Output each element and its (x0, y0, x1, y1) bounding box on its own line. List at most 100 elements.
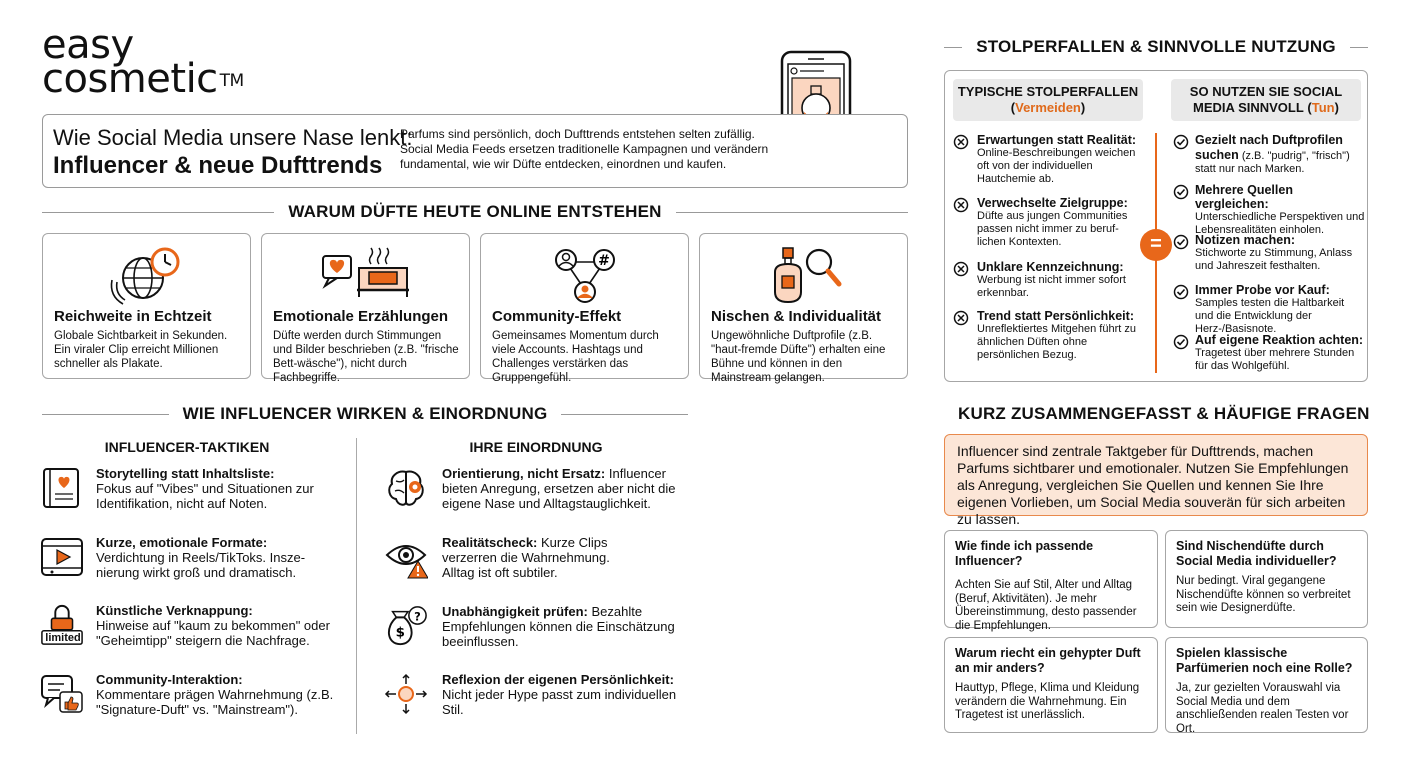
faq-answer: Ja, zur gezielten Vorauswahl via Social … (1176, 682, 1349, 735)
trademark: TM (219, 71, 245, 91)
money-bag-icon: $ ? (388, 606, 427, 646)
classification-desc: Nicht jeder Hype passt zum individuellen… (442, 687, 677, 717)
avoid-item: Verwechselte Zielgruppe: Düfte aus junge… (977, 196, 1147, 249)
title-rule-left (42, 413, 169, 415)
check-circle-icon (1173, 284, 1189, 300)
limited-badge: limited (45, 632, 81, 644)
tactic-bold: Künstliche Verknappung: (96, 603, 253, 618)
classification-text: Realitätscheck: Kurze Clips verzerren di… (442, 535, 622, 580)
faq-question: Spielen klassische Parfümerien noch eine… (1176, 646, 1353, 675)
faq-card: Wie finde ich passende Influencer? Achte… (944, 530, 1158, 632)
avoid-item: Trend statt Persönlichkeit: Unreflektier… (977, 309, 1147, 362)
influencer-section-title: WIE INFLUENCER WIRKEN & EINORDNUNG (42, 404, 688, 424)
brain-icon (388, 470, 424, 506)
tactic-item: limited Künstliche Verknappung: Hinweise… (40, 603, 340, 655)
classification-desc: Bezahlte Empfehlungen können die Einschä… (442, 604, 675, 649)
classification-text: Unabhängigkeit prüfen: Bezahlte Empfehlu… (442, 604, 694, 649)
check-circle-icon (1173, 184, 1189, 200)
avoid-item-title: Erwartungen statt Realität: (977, 133, 1137, 147)
heart-bed-icon (262, 242, 469, 308)
do-header: SO NUTZEN SIE SOCIAL MEDIA SINNVOLL (Tun… (1171, 79, 1361, 121)
tactic-bold: Community-Interaktion: (96, 672, 243, 687)
tactic-desc: Fokus auf "Vibes" und Situationen zur Id… (96, 481, 314, 511)
avoid-item-text: Düfte aus jungen Communities passen nich… (977, 210, 1128, 248)
why-card-text: Ungewöhnliche Duftprofile (z.B. "haut-fr… (711, 330, 886, 384)
pitfalls-section-title: STOLPERFALLEN & SINNVOLLE NUTZUNG (944, 37, 1368, 57)
why-section-title: WARUM DÜFTE HEUTE ONLINE ENTSTEHEN (42, 202, 908, 222)
classification-item: Reflexion der eigenen Persönlichkeit: Ni… (384, 672, 694, 724)
perfume-magnifier-icon (700, 242, 907, 308)
do-item-title: Mehrere Quellen vergleichen: (1195, 183, 1293, 211)
influencer-section-title-text: WIE INFLUENCER WIRKEN & EINORDNUNG (182, 404, 548, 423)
avoid-header-tag-wrap: (Vermeiden) (1010, 100, 1086, 115)
intro-title-line1: Wie Social Media unsere Nase lenkt: (53, 125, 413, 150)
classification-bold: Realitätscheck: (442, 535, 538, 550)
do-item-title: Immer Probe vor Kauf: (1195, 283, 1330, 297)
network-icon: # (481, 242, 688, 308)
svg-text:#: # (598, 253, 610, 269)
classification-item: Realitätscheck: Kurze Clips verzerren di… (384, 535, 694, 587)
avoid-item-text: Unreflektiertes Mitgehen führt zu ähnlic… (977, 323, 1136, 361)
tactic-item: Kurze, emotionale Formate: Verdichtung i… (40, 535, 340, 587)
do-item-text: Samples testen die Haltbarkeit und die E… (1195, 297, 1345, 335)
do-item-text: Tragetest über mehrere Stunden für das W… (1195, 347, 1355, 372)
pitfalls-section-title-text: STOLPERFALLEN & SINNVOLLE NUTZUNG (976, 37, 1336, 56)
x-circle-icon (953, 261, 969, 277)
avoid-header-title: TYPISCHE STOLPERFALLEN (957, 84, 1139, 99)
classification-desc: Influencer bieten Anregung, ersetzen abe… (442, 466, 676, 511)
avoid-header: TYPISCHE STOLPERFALLEN (Vermeiden) (953, 79, 1143, 121)
faq-answer: Nur bedingt. Viral gegangene Nischendüft… (1176, 575, 1351, 614)
classification-head: IHRE EINORDNUNG (469, 439, 603, 455)
brand-line1: easy (42, 22, 134, 68)
classification-bold: Reflexion der eigenen Persönlichkeit: (442, 672, 674, 687)
tactic-text: Kurze, emotionale Formate: Verdichtung i… (96, 535, 346, 580)
classification-text: Reflexion der eigenen Persönlichkeit: Ni… (442, 672, 694, 717)
x-circle-icon (953, 310, 969, 326)
avoid-tag: Vermeiden (1015, 100, 1081, 115)
check-circle-icon (1173, 334, 1189, 350)
faq-answer: Hauttyp, Pflege, Klima und Kleidung verä… (955, 682, 1140, 721)
tactic-text: Künstliche Verknappung: Hinweise auf "ka… (96, 603, 346, 648)
tactic-item: Storytelling statt Inhaltsliste: Fokus a… (40, 466, 340, 518)
lock-limited-icon (41, 604, 83, 645)
do-tag: Tun (1311, 100, 1335, 115)
brand-name: cosmetic (42, 56, 218, 102)
tactic-bold: Storytelling statt Inhaltsliste: (96, 466, 275, 481)
x-circle-icon (953, 134, 969, 150)
person-arrows-icon (384, 673, 428, 715)
column-divider (356, 438, 357, 734)
svg-text:?: ? (414, 609, 421, 623)
tactic-desc: Verdichtung in Reels/TikToks. Insze-nier… (96, 550, 306, 580)
equals-badge: = (1140, 229, 1172, 261)
why-card-title: Reichweite in Echtzeit (54, 308, 212, 325)
avoid-item-text: Online-Beschreibungen weichen oft von de… (977, 147, 1136, 185)
tactic-desc: Hinweise auf "kaum zu bekommen" oder "Ge… (96, 618, 330, 648)
title-rule-right (1349, 46, 1368, 48)
do-item-text: Unterschiedliche Perspektiven und Lebens… (1195, 211, 1365, 236)
why-card-reach: Reichweite in Echtzeit Globale Sichtbark… (42, 233, 251, 379)
classification-item: $ ? Unabhängigkeit prüfen: Bezahlte Empf… (384, 604, 694, 656)
why-card-title: Emotionale Erzählungen (273, 308, 449, 325)
check-circle-icon (1173, 134, 1189, 150)
avoid-item-title: Unklare Kennzeichnung: (977, 260, 1124, 274)
do-item: Notizen machen: Stichworte zu Stimmung, … (1195, 233, 1365, 273)
do-header-title: SO NUTZEN SIE SOCIAL MEDIA SINNVOLL (1189, 84, 1343, 115)
why-card-text: Düfte werden durch Stimmungen und Bilder… (273, 330, 459, 384)
faq-question: Sind Nischendüfte durch Social Media ind… (1176, 539, 1337, 568)
intro-title-line2: Influencer & neue Dufttrends (53, 152, 383, 179)
eye-warning-icon (385, 545, 428, 579)
faq-question: Wie finde ich passende Influencer? (955, 539, 1094, 568)
faq-card: Warum riecht ein gehypter Duft an mir an… (944, 637, 1158, 733)
why-section-title-text: WARUM DÜFTE HEUTE ONLINE ENTSTEHEN (288, 202, 662, 221)
why-card-niche: Nischen & Individualität Ungewöhnliche D… (699, 233, 908, 384)
globe-clock-icon (43, 242, 250, 308)
tactic-item: Community-Interaktion: Kommentare prägen… (40, 672, 340, 724)
do-item: Immer Probe vor Kauf: Samples testen die… (1195, 283, 1365, 336)
do-item-text: Stichworte zu Stimmung, Anlass und Jahre… (1195, 247, 1353, 272)
faq-card: Sind Nischendüfte durch Social Media ind… (1165, 530, 1368, 628)
do-item-title: Gezielt nach Duftprofilen suchen (1195, 133, 1343, 162)
chat-thumb-icon (41, 675, 83, 713)
classification-bold: Unabhängigkeit prüfen: (442, 604, 588, 619)
book-heart-icon (43, 468, 79, 508)
